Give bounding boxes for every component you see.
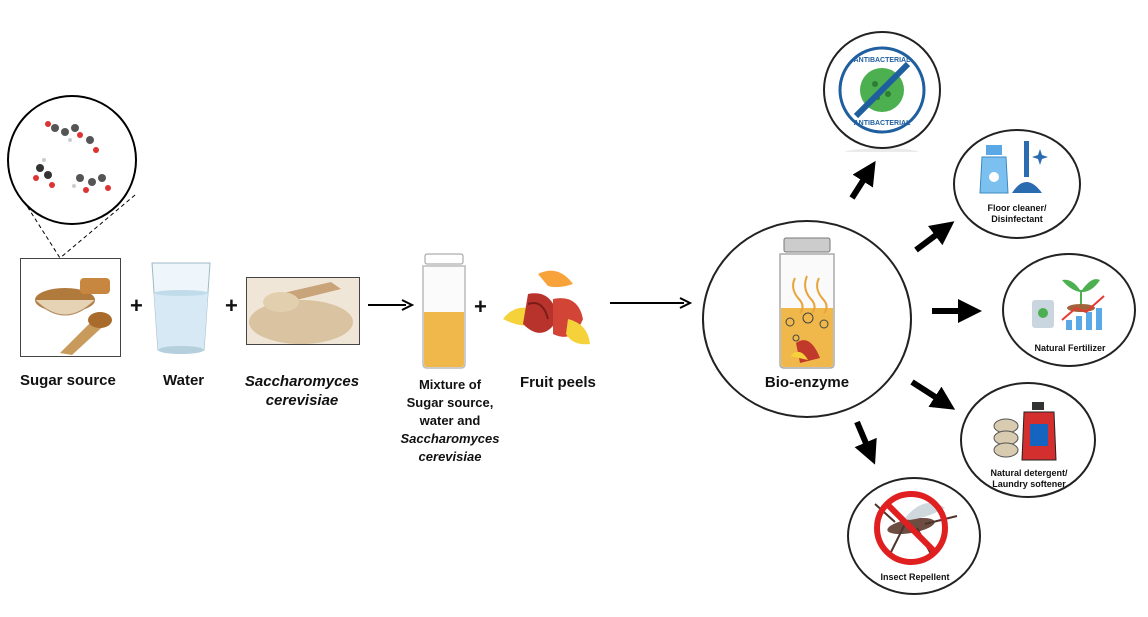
floor-cleaner-circle xyxy=(953,129,1081,239)
plus-sign: + xyxy=(225,293,238,318)
molecule-icon xyxy=(33,121,111,193)
floor-cleaner-label: Floor cleaner/Disinfectant xyxy=(987,203,1047,224)
water-glass-image xyxy=(151,262,211,354)
arrow-to-detergent xyxy=(910,379,956,410)
plus-sign: + xyxy=(130,293,143,318)
fruit-peels-image xyxy=(503,270,590,345)
antibacterial-circle: ANTIBACTERIAL ANTIBACTERIAL xyxy=(823,31,941,152)
mixture-label: Mixture of Sugar source, water and Sacch… xyxy=(400,377,500,464)
bio-enzyme-jar-icon xyxy=(779,237,835,369)
arrow-right xyxy=(368,299,415,311)
arrow-to-antibacterial xyxy=(849,160,876,200)
sugar-molecule-magnifier xyxy=(7,95,137,259)
bio-enzyme-circle xyxy=(702,220,912,418)
towels-icon xyxy=(993,418,1019,458)
plunger-icon xyxy=(1012,141,1042,193)
fruit-peels-label: Fruit peels xyxy=(520,374,596,391)
detergent-circle xyxy=(960,382,1096,498)
sugar-source-image xyxy=(20,258,121,357)
arrow-to-repellent xyxy=(854,420,877,465)
plus-sign: + xyxy=(474,294,487,319)
fertilizer-circle xyxy=(1002,253,1136,367)
antibacterial-badge-bottom: ANTIBACTERIAL xyxy=(854,120,911,127)
spray-bottle-icon xyxy=(979,145,1009,194)
prohibited-icon xyxy=(874,491,948,565)
repellent-circle xyxy=(847,477,981,595)
repellent-label: Insect Repellent xyxy=(880,572,950,582)
arrow-right xyxy=(610,297,693,309)
fertilizer-bag-icon xyxy=(1032,300,1054,328)
arrow-to-floor-cleaner xyxy=(914,221,955,253)
detergent-bottle-icon xyxy=(1021,402,1057,461)
fertilizer-label: Natural Fertilizer xyxy=(1034,343,1106,353)
yeast-image xyxy=(246,277,360,345)
mixture-jar-image xyxy=(422,253,466,369)
detergent-label: Natural detergent/Laundry softener xyxy=(990,468,1068,489)
water-label: Water xyxy=(163,372,205,389)
plant-growth-icon xyxy=(1061,279,1105,330)
bio-enzyme-label: Bio-enzyme xyxy=(764,374,850,391)
sugar-source-label: Sugar source xyxy=(20,372,116,389)
antibacterial-badge-top: ANTIBACTERIAL xyxy=(854,57,911,64)
